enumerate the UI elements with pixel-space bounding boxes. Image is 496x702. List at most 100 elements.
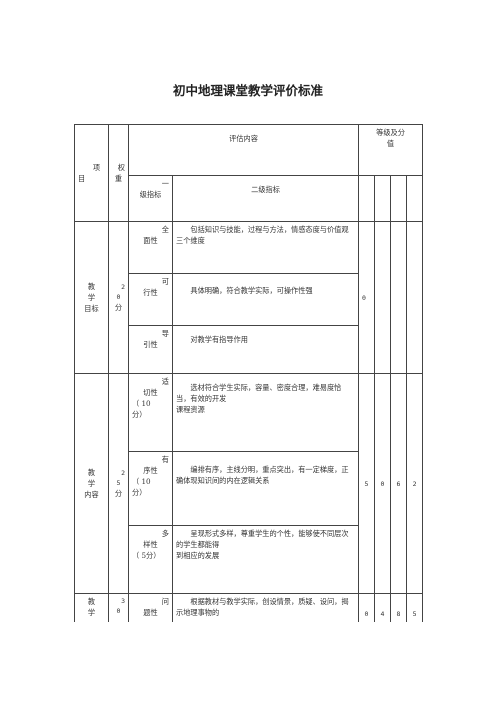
header-weight-b: 重 bbox=[114, 174, 123, 183]
page-title: 初中地理课堂教学评价标准 bbox=[172, 83, 323, 98]
level1-cell: 适 切性 （ 10 分） bbox=[128, 373, 173, 452]
level2-text-a: 呈现形式多样，尊重学生的个性，能够使不同层次的学生都能得 bbox=[176, 529, 349, 550]
header-item-b: 目 bbox=[78, 174, 86, 183]
section-weight-cell: 3 0 bbox=[108, 593, 129, 622]
score-value: 8 bbox=[396, 610, 401, 619]
score-cell: 0 bbox=[358, 593, 376, 622]
score-value: 2 bbox=[412, 479, 417, 488]
score-value: 5 bbox=[412, 610, 417, 619]
section-weight-a: 3 bbox=[121, 597, 125, 605]
level2-text: 包括知识与技能，过程与方法，情感态度与价值观三个维度 bbox=[171, 221, 360, 274]
grade-col-2 bbox=[374, 175, 392, 222]
section-item-c: 目标 bbox=[84, 304, 99, 314]
level1-cell: 可 行性 bbox=[128, 273, 173, 326]
score-cell: 0 bbox=[374, 373, 392, 594]
level1-a: 全 bbox=[161, 225, 169, 234]
header-level1-cell: 一 级指标 bbox=[128, 175, 173, 222]
level1-d: 分） bbox=[132, 410, 147, 420]
score-cell-empty bbox=[406, 221, 424, 374]
table-row: 教 学 目标 2 0 分 全 面性 包括知识与技能，过程与方法，情感态度与价值观… bbox=[74, 221, 424, 374]
table-row: 可 行性 具体明确，符合教学实际，可操作性强 bbox=[75, 273, 423, 326]
section-weight-a: 2 bbox=[121, 282, 125, 291]
score-cell: 5 bbox=[406, 593, 424, 622]
score-value: 0 bbox=[364, 610, 369, 619]
score-value: 4 bbox=[380, 610, 385, 619]
level1-b: 面性 bbox=[143, 236, 158, 246]
section-weight-cell: 2 0 分 bbox=[108, 221, 129, 374]
level1-c: （ 5分） bbox=[132, 551, 161, 561]
level1-a: 有 bbox=[161, 455, 169, 464]
score-value: 0 bbox=[380, 479, 385, 488]
level1-a: 多 bbox=[161, 529, 169, 538]
evaluation-table: 项 目 权 重 评估内容 等级及分 值 一 级指标 二级指标 教 学 目标 bbox=[74, 124, 424, 622]
level1-d: 分） bbox=[132, 488, 147, 498]
level1-a: 适 bbox=[161, 377, 169, 386]
header-grade-b: 值 bbox=[386, 139, 395, 149]
section-weight-b: 5 bbox=[116, 478, 121, 487]
table-row: 教 学 内容 2 5 分 适 切性 （ 10 分） 选材符合学生实际，容量、密度… bbox=[74, 373, 424, 594]
score-cell: 2 bbox=[406, 373, 424, 594]
header-level1-a: 一 bbox=[161, 179, 169, 188]
score-cell: 5 bbox=[358, 373, 376, 594]
score-cell: 8 bbox=[390, 593, 408, 622]
level1-a: 问 bbox=[161, 597, 169, 606]
score-cell-empty bbox=[390, 221, 408, 374]
header-grade-a: 等级及分 bbox=[376, 128, 405, 137]
level2-text-b: 课程资源 bbox=[176, 405, 205, 415]
section-weight-b: 0 bbox=[116, 292, 121, 301]
header-level1-b: 级指标 bbox=[139, 190, 162, 200]
level1-b: 序性 bbox=[143, 466, 158, 476]
section-weight-c: 分 bbox=[114, 302, 123, 312]
section-item-cell: 教 学 内容 bbox=[74, 373, 109, 594]
header-item-cell: 项 目 bbox=[74, 124, 109, 222]
header-grade-cell: 等级及分 值 bbox=[358, 124, 424, 176]
level1-a: 可 bbox=[161, 277, 169, 286]
level2-text: 根据教材与教学实际，创设情景，质疑、设问，揭示地理事物的 bbox=[171, 593, 360, 622]
level1-b: 题性 bbox=[143, 608, 158, 618]
table-row: 多 样性 （ 5分） 呈现形式多样，尊重学生的个性，能够使不同层次的学生都能得 … bbox=[75, 525, 423, 594]
level1-b: 引性 bbox=[143, 340, 158, 350]
section-item-b: 学 bbox=[87, 292, 96, 302]
section-weight-a: 2 bbox=[121, 468, 125, 477]
section-item-c: 内容 bbox=[84, 490, 99, 500]
header-weight-cell: 权 重 bbox=[108, 124, 129, 222]
section-item-a: 教 bbox=[87, 281, 96, 291]
table-row: 导 引性 对教学有指导作用 bbox=[75, 325, 423, 374]
table-row: 教 学 3 0 问 题性 根据教材与教学实际，创设情景，质疑、设问，揭示地理事物… bbox=[74, 593, 424, 622]
level2-text-a: 选材符合学生实际，容量、密度合理，难易度恰当，有效的开发 bbox=[176, 383, 342, 404]
level2-text-b: 到相应的发展 bbox=[176, 551, 220, 561]
header-criteria-cell: 评估内容 bbox=[127, 124, 360, 176]
section-item-a: 教 bbox=[87, 467, 96, 477]
level2-text: 编排有序，主线分明，重点突出，有一定梯度，正确体现知识间的内在逻辑关系 bbox=[171, 451, 360, 526]
section-item-cell: 教 学 bbox=[74, 593, 109, 622]
level2-text: 呈现形式多样，尊重学生的个性，能够使不同层次的学生都能得 到相应的发展 bbox=[171, 525, 360, 594]
score-value: 0 bbox=[362, 293, 366, 302]
level1-c: （ 10 bbox=[132, 399, 151, 409]
grade-col-4 bbox=[406, 175, 424, 222]
section-item-cell: 教 学 目标 bbox=[74, 221, 109, 374]
section-weight-b: 0 bbox=[116, 607, 121, 616]
score-value: 6 bbox=[396, 479, 401, 488]
grade-col-3 bbox=[390, 175, 408, 222]
level2-text: 具体明确，符合教学实际，可操作性强 bbox=[171, 273, 360, 326]
level2-text: 对教学有指导作用 bbox=[171, 325, 360, 374]
score-cell-empty bbox=[374, 221, 392, 374]
score-cell: 6 bbox=[390, 373, 408, 594]
header-row-2: 一 级指标 二级指标 bbox=[75, 175, 424, 222]
section-item-a: 教 bbox=[87, 597, 96, 606]
header-row-1: 项 目 权 重 评估内容 等级及分 值 bbox=[74, 124, 424, 222]
table-row: 有 序性 （ 10 分） 编排有序，主线分明，重点突出，有一定梯度，正确体现知识… bbox=[75, 451, 423, 526]
score-cell: 4 bbox=[374, 593, 392, 622]
level1-cell: 多 样性 （ 5分） bbox=[128, 525, 173, 594]
section-weight-cell: 2 5 分 bbox=[108, 373, 129, 594]
score-value: 5 bbox=[364, 479, 369, 488]
level1-b: 切性 bbox=[143, 388, 158, 398]
level1-c: （ 10 bbox=[132, 477, 151, 487]
level1-cell: 导 引性 bbox=[128, 325, 173, 374]
level1-cell: 全 面性 bbox=[128, 221, 173, 274]
evaluation-table-wrap: 项 目 权 重 评估内容 等级及分 值 一 级指标 二级指标 教 学 目标 bbox=[74, 124, 424, 632]
section-item-b: 学 bbox=[87, 608, 96, 618]
section-weight-c: 分 bbox=[114, 488, 123, 498]
level1-cell: 问 题性 bbox=[128, 593, 173, 622]
header-item-a: 项 bbox=[92, 162, 101, 172]
